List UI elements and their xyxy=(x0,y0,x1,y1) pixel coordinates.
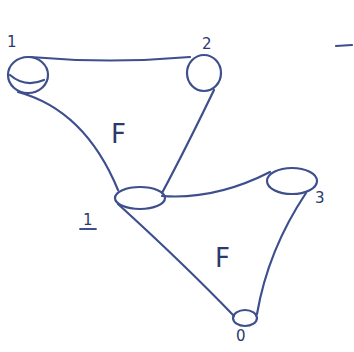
boundary-label: 1 xyxy=(7,35,17,50)
boundary-label: 1 xyxy=(83,213,93,228)
pen-mark xyxy=(336,45,352,46)
boundary-label: 3 xyxy=(315,191,325,206)
surface-edge xyxy=(162,172,270,197)
underline xyxy=(80,228,96,230)
surface-name: F xyxy=(215,245,230,271)
gluing-circle xyxy=(115,187,165,209)
circle-front xyxy=(10,75,44,83)
boundary-circle xyxy=(8,57,48,93)
surface-edge xyxy=(257,193,306,314)
surface-edge xyxy=(162,90,214,193)
boundary-label: 0 xyxy=(236,329,246,344)
boundary-circle xyxy=(267,168,317,194)
surface-name: F xyxy=(111,121,126,147)
boundary-label: 2 xyxy=(202,37,212,52)
surface-region: F xyxy=(215,245,230,271)
boundary-circle xyxy=(187,55,221,91)
surface-edge xyxy=(30,57,190,61)
boundary-circle xyxy=(233,310,257,326)
surface-edge xyxy=(18,92,118,190)
surface-edge xyxy=(118,204,234,316)
surface-region: F xyxy=(111,121,126,147)
